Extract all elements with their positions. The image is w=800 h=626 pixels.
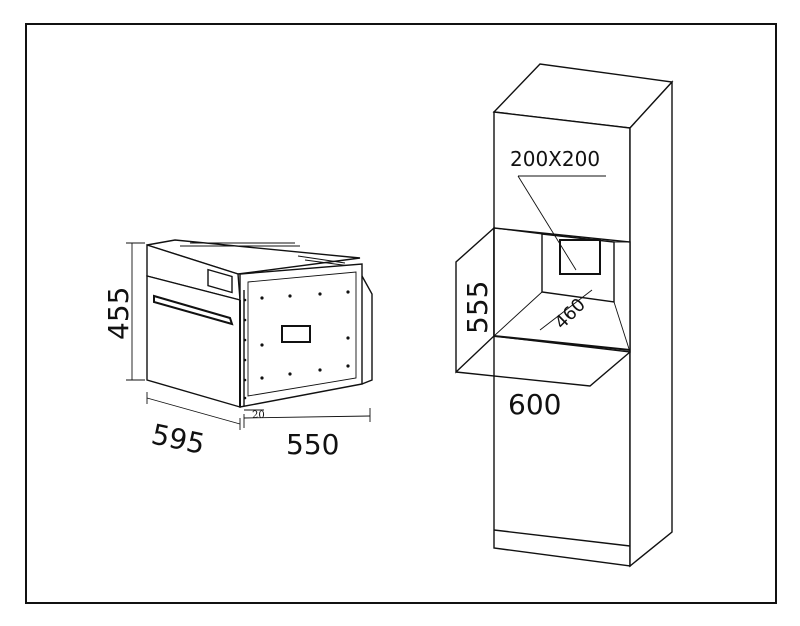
oven-drawing [146, 239, 373, 408]
oven-display [207, 268, 233, 294]
oven-dimension-lines [126, 242, 371, 430]
cabinet-height-label: 555 [461, 281, 494, 334]
cabinet-vent-label: 200X200 [510, 147, 600, 171]
cabinet-drawing [455, 63, 674, 568]
oven-width-label: 595 [149, 418, 208, 461]
oven-side-cutout [281, 325, 311, 343]
oven-handle [153, 294, 234, 326]
cabinet-width-label: 600 [508, 388, 561, 421]
oven-depth-label: 550 [286, 428, 339, 461]
diagram-frame [25, 23, 777, 604]
oven-offset-label: 20 [252, 410, 265, 421]
oven-height-label: 455 [102, 287, 135, 340]
cabinet-vent [559, 239, 601, 275]
